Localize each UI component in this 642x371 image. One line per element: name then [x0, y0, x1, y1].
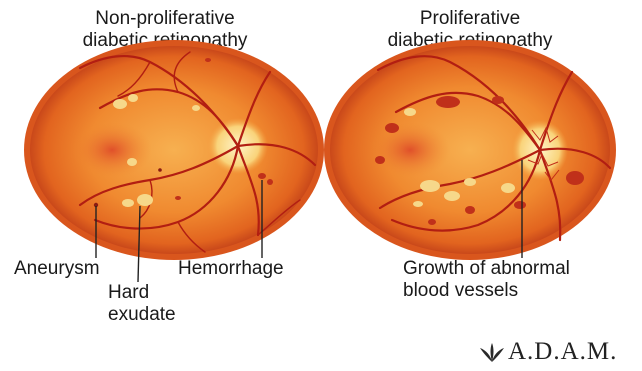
- logo-text: A.D.A.M.: [508, 338, 617, 366]
- abnormal-vessels-line2: blood vessels: [403, 280, 570, 302]
- adam-logo: A.D.A.M.: [478, 338, 628, 364]
- hard-exudate-line1: Hard: [108, 282, 176, 304]
- abnormal-vessels-line1: Growth of abnormal: [403, 258, 570, 280]
- abnormal-vessels-label: Growth of abnormal blood vessels: [403, 258, 570, 302]
- right-macula: [370, 122, 450, 178]
- hard-exudate-label: Hard exudate: [108, 282, 176, 326]
- hemorrhage-label: Hemorrhage: [178, 258, 284, 280]
- left-retina: [24, 40, 324, 282]
- left-macula: [72, 122, 152, 178]
- aneurysm-label: Aneurysm: [14, 258, 100, 280]
- leaf-icon: [478, 342, 506, 364]
- right-retina: [324, 40, 616, 260]
- hard-exudate-line2: exudate: [108, 304, 176, 326]
